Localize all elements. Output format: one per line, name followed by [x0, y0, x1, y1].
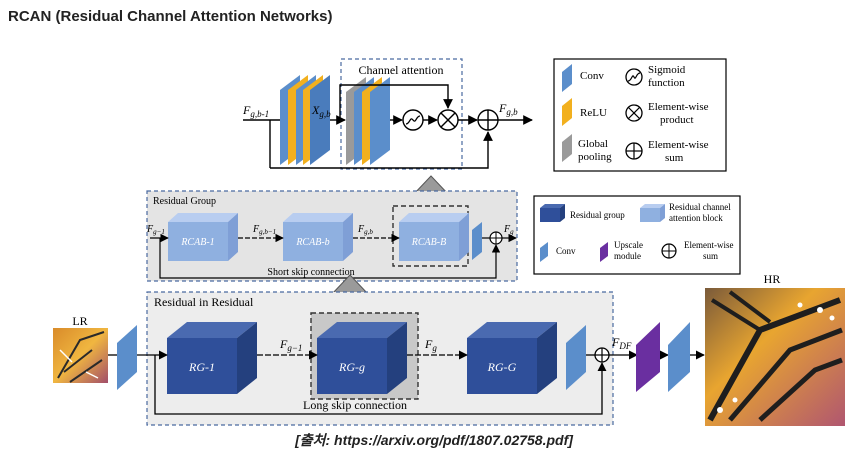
- rcab-block-b: RCAB-b: [283, 213, 353, 261]
- df-label: FDF: [611, 335, 632, 351]
- source-caption: [출처: https://arxiv.org/pdf/1807.02758.pd…: [295, 432, 573, 448]
- lr-butterfly-image: [53, 328, 108, 383]
- svg-text:Residual in Residual: Residual in Residual: [154, 295, 254, 309]
- svg-text:Element-wise: Element-wise: [684, 240, 733, 250]
- rir-arrow-label-2: Fg: [424, 337, 437, 353]
- rg-arrow-label-2: Fg,b: [357, 224, 373, 236]
- conv-legend-icon: [562, 64, 572, 92]
- rcab-block-B: RCAB-B: [399, 213, 469, 261]
- conv-mid-legend-icon: [540, 242, 548, 262]
- page-title: RCAN (Residual Channel Attention Network…: [8, 8, 333, 25]
- svg-text:attention block: attention block: [669, 213, 723, 223]
- relu-legend-icon: [562, 98, 572, 126]
- upscale-legend-icon: [600, 242, 608, 262]
- rg-block-g: RG-g: [317, 322, 407, 394]
- mid-label: Xg,b: [311, 103, 331, 119]
- hr-butterfly-image: [705, 288, 845, 426]
- rcab-block-1: RCAB-1: [168, 213, 238, 261]
- svg-text:RCAB-B: RCAB-B: [411, 237, 446, 248]
- svg-text:RCAB-b: RCAB-b: [295, 237, 329, 248]
- head-conv: [117, 325, 137, 390]
- svg-text:Sigmoid: Sigmoid: [648, 64, 686, 76]
- final-conv: [668, 322, 690, 392]
- svg-text:function: function: [648, 77, 685, 89]
- svg-text:Global: Global: [578, 138, 608, 150]
- svg-text:Upscale: Upscale: [614, 240, 643, 250]
- channel-attention-box: [340, 58, 463, 170]
- rg-input-label: Fg−1: [146, 224, 165, 236]
- residual-group: Residual Group RCAB-1 RCAB-b RCAB-B: [146, 190, 518, 282]
- svg-text:Element-wise: Element-wise: [648, 139, 709, 151]
- rg-block-G: RG-G: [467, 322, 557, 394]
- svg-text:Conv: Conv: [556, 246, 576, 256]
- svg-text:Element-wise: Element-wise: [648, 101, 709, 113]
- channel-attention-stack: [346, 77, 390, 165]
- conv-relu-conv-stack: [280, 75, 330, 165]
- channel-attention-label: Channel attention: [359, 63, 444, 77]
- svg-text:ReLU: ReLU: [580, 107, 607, 119]
- svg-text:sum: sum: [665, 152, 684, 164]
- svg-text:RG-1: RG-1: [188, 360, 215, 374]
- svg-text:Residual Group: Residual Group: [153, 196, 216, 207]
- rg-block-1: RG-1: [167, 322, 257, 394]
- rcab-detail: Channel attention: [242, 58, 533, 170]
- svg-text:RG-G: RG-G: [487, 360, 517, 374]
- pooling-legend-icon: [562, 134, 572, 162]
- svg-text:RG-g: RG-g: [338, 360, 365, 374]
- rg-output-label: Fg: [503, 224, 514, 236]
- svg-text:Conv: Conv: [580, 70, 604, 82]
- rir-arrow-label-1: Fg−1: [279, 337, 302, 353]
- svg-text:module: module: [614, 251, 641, 261]
- svg-text:Residual group: Residual group: [570, 210, 625, 220]
- residual-in-residual: Residual in Residual LR RG-1: [53, 291, 638, 426]
- lr-label: LR: [72, 314, 87, 328]
- rg-arrow-label-1: Fg,b−1: [252, 224, 276, 236]
- rg-conv: [472, 222, 482, 260]
- svg-text:RCAB-1: RCAB-1: [180, 237, 214, 248]
- svg-text:Residual channel: Residual channel: [669, 202, 731, 212]
- residual-group-legend-icon: [540, 204, 565, 222]
- upscale-module: [636, 322, 660, 392]
- svg-text:pooling: pooling: [578, 151, 612, 163]
- long-skip-label: Long skip connection: [303, 398, 407, 412]
- output-label: Fg,b: [498, 101, 518, 117]
- svg-text:sum: sum: [703, 251, 718, 261]
- svg-text:product: product: [660, 114, 694, 126]
- tail-conv: [566, 325, 586, 390]
- legend-top: Conv ReLU Global pooling Sigmoid functio…: [553, 58, 727, 172]
- legend-mid: Residual group Residual channel attentio…: [533, 195, 741, 275]
- rcab-legend-icon: [640, 204, 665, 222]
- hr-label: HR: [764, 272, 781, 286]
- input-label: Fg,b-1: [242, 103, 269, 119]
- short-skip-label: Short skip connection: [267, 267, 354, 278]
